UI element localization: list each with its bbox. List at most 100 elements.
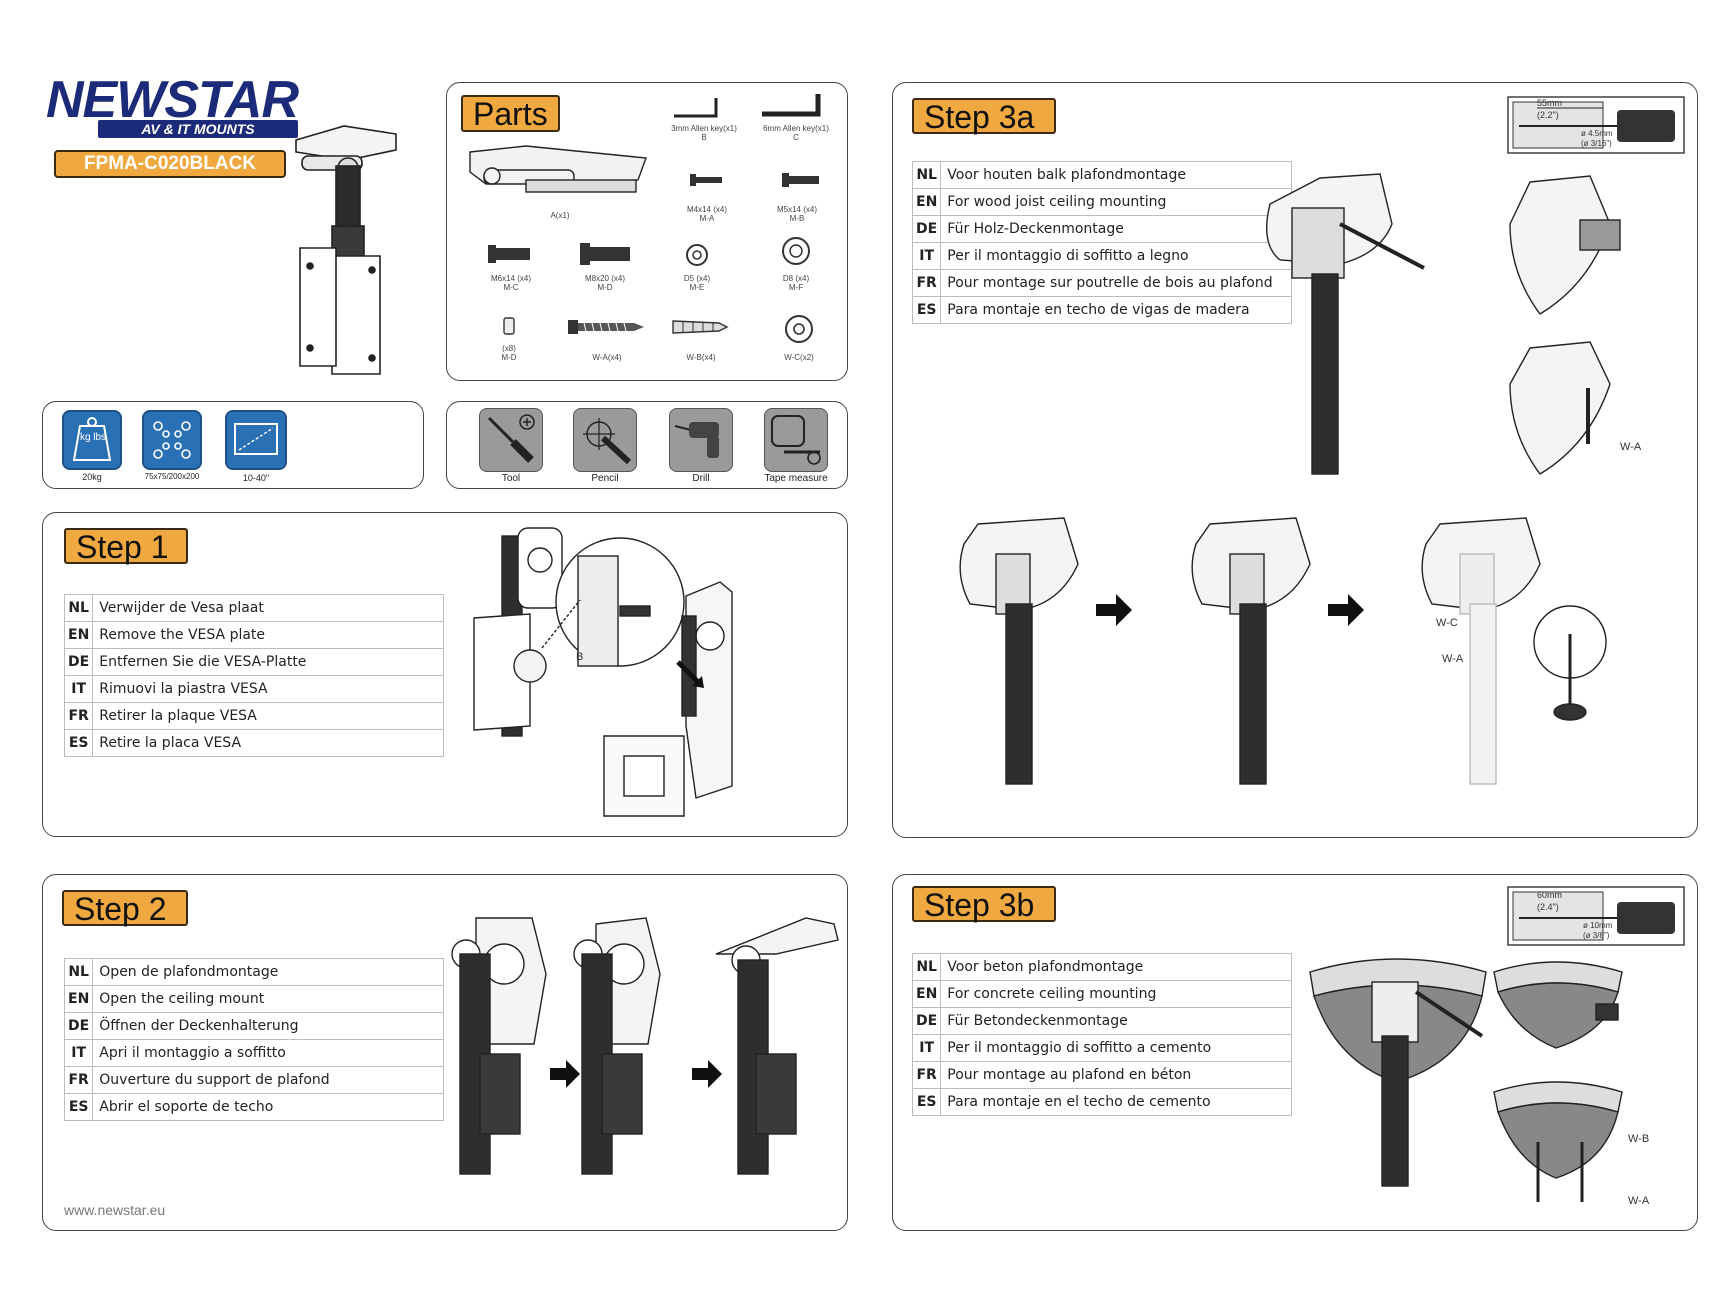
part-code: B (701, 133, 707, 142)
screen-size-tile (225, 410, 287, 470)
part-label: M8x20 (x4) (584, 274, 625, 283)
instruction-text: Öffnen der Deckenhalterung (92, 1012, 445, 1040)
instruction-text: Pour montage sur poutrelle de bois au pl… (940, 269, 1293, 297)
lang-code: IT (911, 242, 942, 270)
brand-logo: NEWSTAR AV & IT MOUNTS (46, 74, 306, 144)
part-code: M-C (503, 283, 519, 292)
drill-diameter-in: (ø 3/8") (1583, 931, 1610, 940)
washer-d5-icon (686, 244, 708, 266)
website-url[interactable]: www.newstar.eu (64, 1202, 166, 1218)
step2-illustration (451, 917, 839, 1175)
part-code: C (793, 133, 799, 142)
part-code: M-B (789, 214, 805, 223)
tool-label: Drill (692, 473, 710, 484)
allen-key-3mm-icon (674, 98, 718, 118)
instruction-text: Para montaje en techo de vigas de madera (940, 296, 1293, 324)
part-code: M-F (788, 283, 804, 292)
instruction-text: Remove the VESA plate (92, 621, 445, 649)
wall-plug-icon (672, 320, 729, 334)
lang-code: ES (63, 1093, 94, 1121)
product-illustration (295, 125, 397, 375)
part-label: A(x1) (550, 211, 570, 220)
vesa-tile (142, 410, 202, 470)
step1-illustration: B (473, 527, 733, 817)
logo-wordmark: NEWSTAR (46, 71, 299, 129)
part-code: M-E (689, 283, 705, 292)
part-label: W-B(x4) (686, 353, 716, 362)
part-label: D8 (x4) (782, 274, 810, 283)
vesa-pattern-icon (153, 421, 191, 459)
lang-code: DE (911, 215, 942, 243)
weight-value: 20kg (82, 472, 102, 482)
lang-code: IT (63, 1039, 94, 1067)
screen-size-value: 10-40" (242, 473, 270, 483)
step3b-callout: W-B (1628, 1133, 1649, 1145)
tool-tile (479, 408, 543, 472)
instruction-text: Apri il montaggio a soffitto (92, 1039, 445, 1067)
part-code: M-D (501, 353, 517, 362)
part-label: M4x14 (x4) (686, 205, 727, 214)
instruction-text: Pour montage au plafond en béton (940, 1061, 1293, 1089)
instruction-text: Abrir el soporte de techo (92, 1093, 445, 1121)
lang-code: EN (911, 188, 942, 216)
lang-code: FR (911, 1061, 942, 1089)
lang-code: EN (63, 985, 94, 1013)
step3b-title: Step 3b (912, 886, 1056, 922)
instruction-text: Für Betondeckenmontage (940, 1007, 1293, 1035)
tool-label: Tool (501, 473, 521, 484)
lang-code: NL (911, 953, 942, 981)
instruction-text: Voor houten balk plafondmontage (940, 161, 1293, 189)
lang-code: FR (63, 702, 94, 730)
drill-diameter: ø 10mm (1583, 921, 1613, 930)
step3a-title: Step 3a (912, 98, 1056, 134)
instruction-text: Per il montaggio di soffitto a cemento (940, 1034, 1293, 1062)
part-label: D5 (x4) (683, 274, 711, 283)
screw-m8-icon (580, 243, 630, 265)
instruction-text: For wood joist ceiling mounting (940, 188, 1293, 216)
step3a-callout: W-A (1442, 653, 1464, 665)
instruction-text: For concrete ceiling mounting (940, 980, 1293, 1008)
instruction-text: Open de plafondmontage (92, 958, 445, 986)
instruction-text: Voor beton plafondmontage (940, 953, 1293, 981)
model-badge: FPMA-C020BLACK (54, 150, 286, 178)
instruction-text: Ouverture du support de plafond (92, 1066, 445, 1094)
lang-code: ES (911, 1088, 942, 1116)
step3b-illustration: W-B W-A (1309, 958, 1650, 1207)
part-code: M-A (699, 214, 715, 223)
screw-m6-icon (488, 245, 530, 263)
lang-code: NL (63, 958, 94, 986)
vesa-value: 75x75/200x200 (144, 472, 200, 481)
lang-code: DE (63, 648, 94, 676)
parts-title: Parts (461, 95, 560, 132)
lang-code: ES (63, 729, 94, 757)
wood-screw-icon (568, 320, 644, 334)
logo-tagline: AV & IT MOUNTS (98, 120, 298, 138)
weight-icon-text: kg lbs (79, 432, 107, 443)
part-label: 6mm Allen key(x1) (763, 124, 829, 133)
step2-title: Step 2 (62, 890, 188, 926)
lang-code: NL (63, 594, 94, 622)
part-label: W-A(x4) (592, 353, 622, 362)
step3a-illustration: W-A W-C W-A (959, 173, 1642, 785)
instruction-text: Rimuovi la piastra VESA (92, 675, 445, 703)
drill-icon (674, 422, 719, 458)
mount-part-a-icon (469, 145, 647, 193)
tape-measure-tile (764, 408, 828, 472)
lang-code: IT (63, 675, 94, 703)
lang-code: FR (911, 269, 942, 297)
washer-wc-icon (785, 315, 813, 343)
